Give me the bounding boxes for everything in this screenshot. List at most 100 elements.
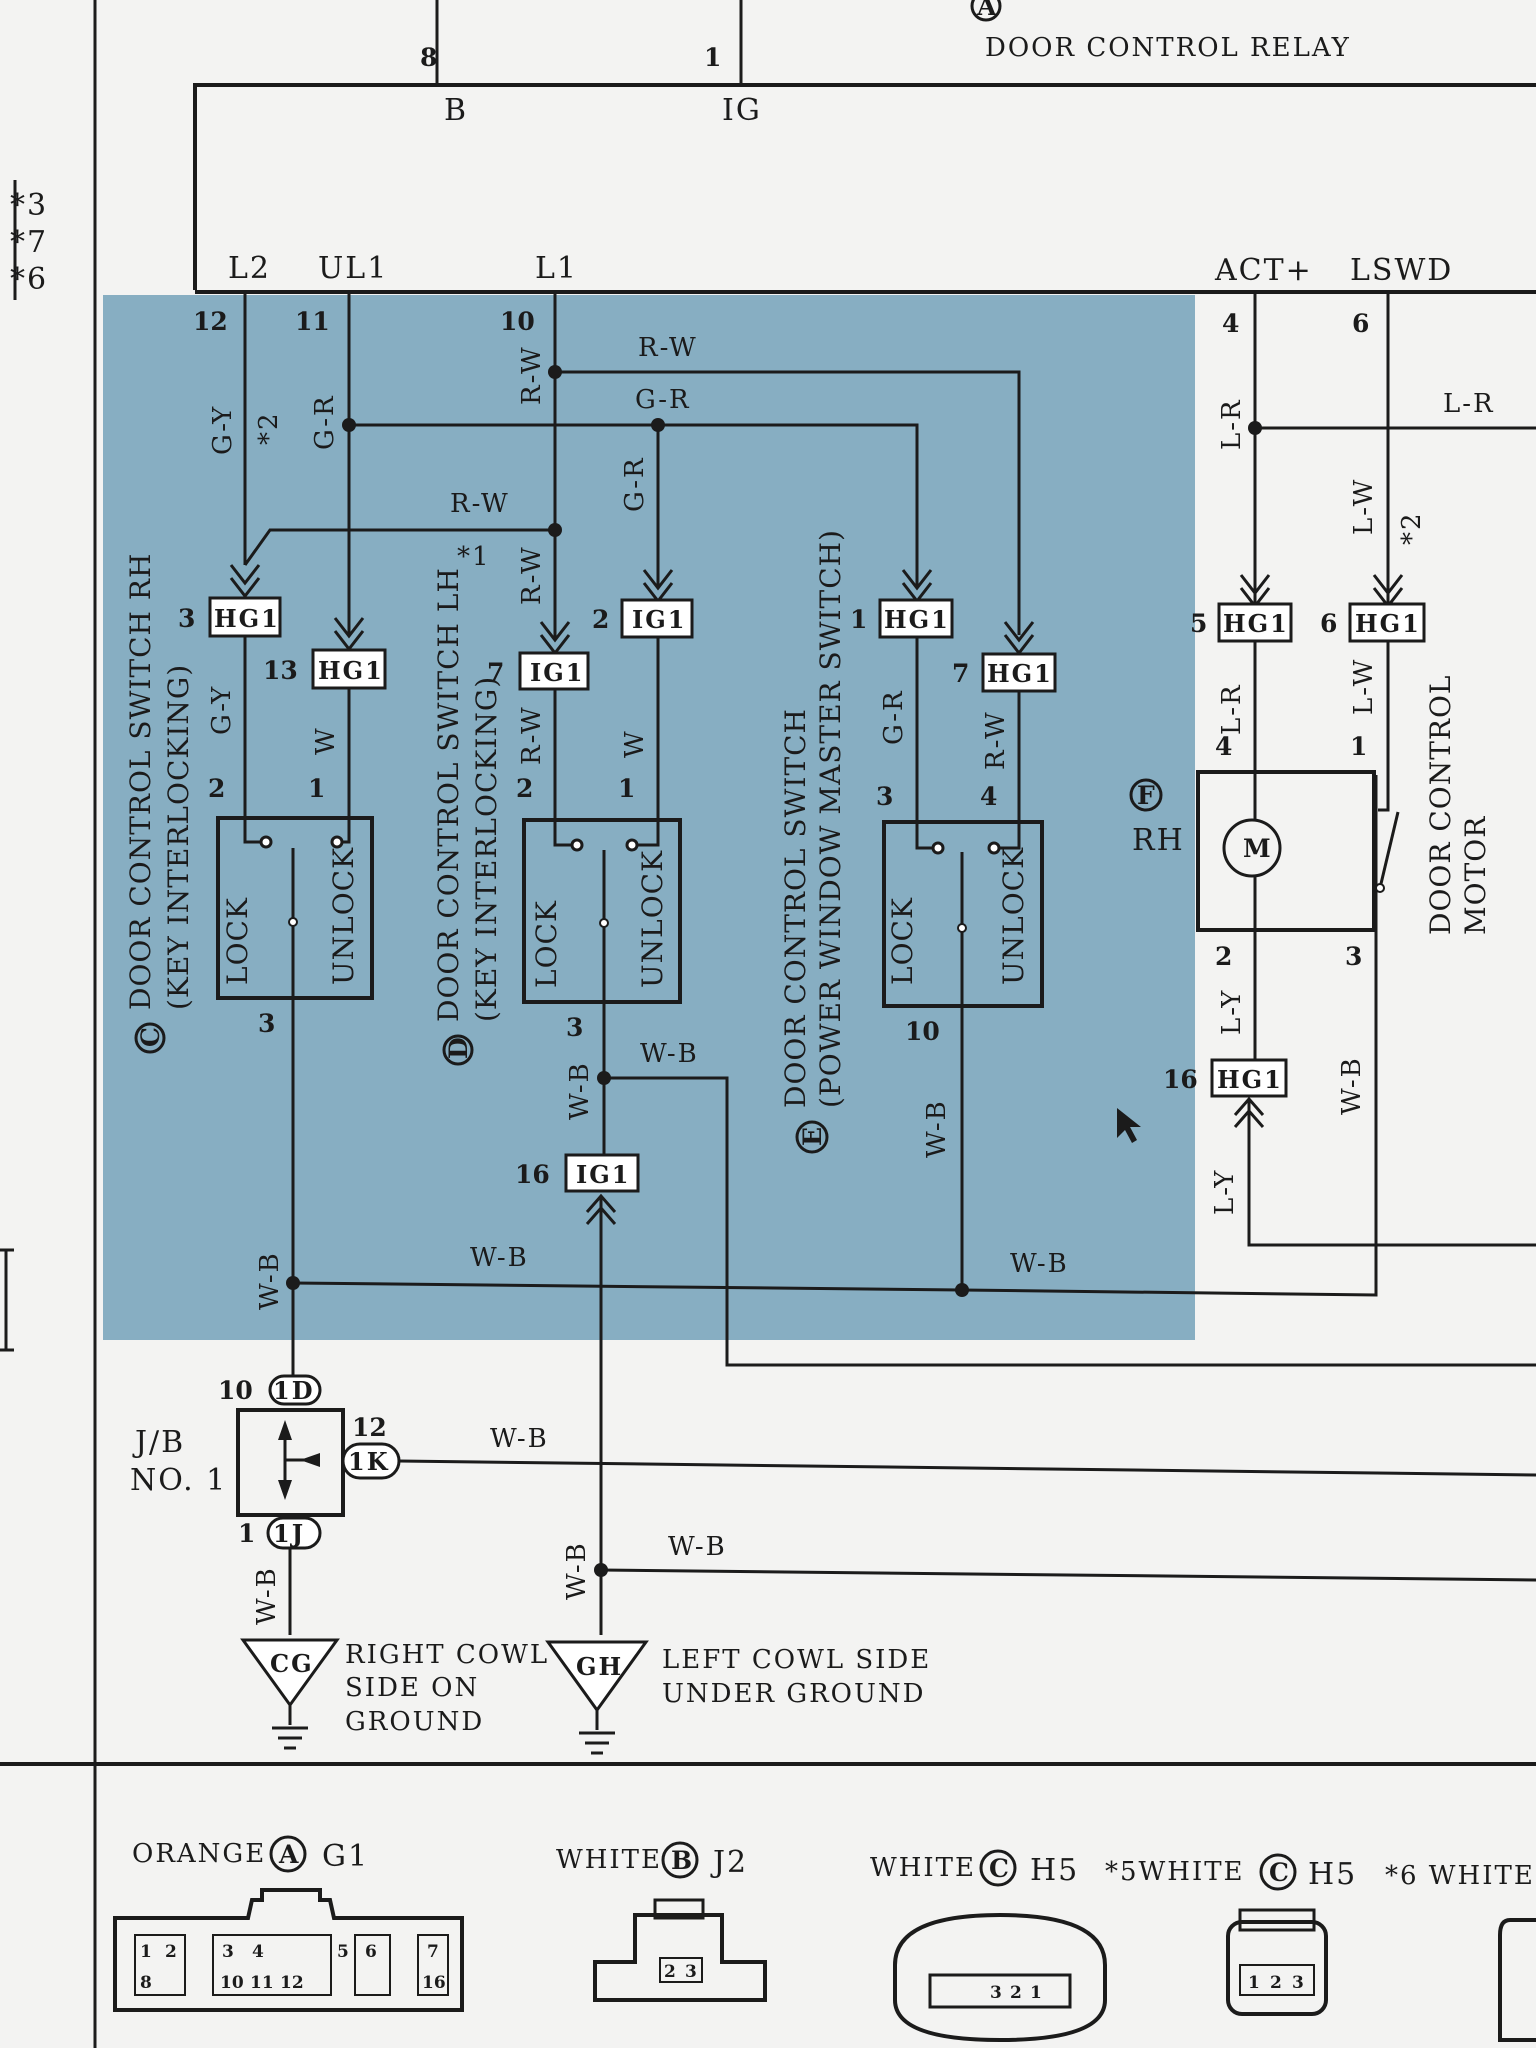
jb-1k-label: 1K — [348, 1447, 390, 1476]
legend-c-code: H5 — [1030, 1853, 1079, 1888]
label-lr-right: L-R — [1443, 389, 1495, 419]
motor-pin-3: 3 — [1345, 942, 1362, 971]
label-wb-c: W-B — [255, 1251, 285, 1310]
switch-d-name: DOOR CONTROL SWITCH LH — [432, 567, 465, 1022]
legend-a-pin-5: 5 — [337, 1942, 349, 1962]
junction-lr — [1248, 421, 1262, 435]
conn-f-hg1-5-label: HG1 — [1223, 609, 1289, 638]
pin-c-3: 3 — [258, 1009, 275, 1038]
pin-d-2-top: 2 — [592, 605, 609, 634]
switch-d-sub: (KEY INTERLOCKING) — [470, 676, 503, 1022]
legend-c-color: WHITE — [870, 1853, 976, 1883]
pin-e-10: 10 — [905, 1017, 940, 1046]
wire-gh-branch — [600, 1568, 1536, 1582]
label-wb-d-right: W-B — [640, 1039, 699, 1069]
motor-switch-blade — [1378, 811, 1400, 889]
legend-b-code: J2 — [710, 1845, 748, 1880]
legend-c-pin-3: 3 — [990, 1983, 1002, 2003]
legend-a-pin-8: 8 — [140, 1973, 152, 1993]
switch-c-letter-circle — [134, 1022, 166, 1054]
junction-rw — [548, 365, 562, 379]
switch-e-pivot — [957, 923, 967, 933]
legend-a-pin-11: 11 — [250, 1973, 274, 1993]
conn-ig1-16 — [564, 1153, 640, 1193]
label-wb-gh-branch: W-B — [668, 1532, 727, 1562]
jb-1d-label: 1D — [273, 1376, 315, 1405]
switch-e-letter-circle — [795, 1120, 829, 1154]
relay-letter: A — [976, 0, 997, 21]
relay-pin-b-number: 8 — [420, 43, 437, 72]
pin-ig1-16: 16 — [515, 1160, 550, 1189]
pin-f-5: 5 — [1190, 609, 1207, 638]
jb-pin-1: 1 — [238, 1519, 255, 1548]
legend-c-circle — [979, 1849, 1017, 1887]
legend-b-circle — [661, 1841, 699, 1879]
legend-b-color: WHITE — [556, 1845, 662, 1875]
label-wb-cg: W-B — [252, 1566, 282, 1625]
legend-b-letter: B — [671, 1846, 692, 1875]
ground-right-2: SIDE ON — [345, 1673, 479, 1703]
label-lr-motor: L-R — [1217, 683, 1247, 735]
label-wb-jb: W-B — [490, 1424, 549, 1454]
jb-pin-12: 12 — [352, 1413, 387, 1442]
pin-4-label: 4 — [1222, 309, 1239, 338]
wire-rw-cross — [243, 528, 555, 566]
relay-title: DOOR CONTROL RELAY — [985, 33, 1351, 63]
wire-gr-horizontal — [349, 423, 919, 588]
motor-symbol — [1222, 818, 1282, 878]
legend-a-circle — [269, 1835, 307, 1873]
relay-term-act: ACT+ — [1214, 253, 1313, 288]
legend-a-pin-16: 16 — [422, 1973, 446, 1993]
switch-d-box — [522, 818, 682, 1004]
conn-e-hg1-7 — [981, 652, 1057, 693]
pin-c-2: 2 — [208, 774, 225, 803]
motor-side: RH — [1132, 823, 1185, 858]
jb-label-2: NO. 1 — [130, 1463, 227, 1498]
switch-c-letter: C — [136, 1027, 165, 1047]
switch-d-lock-label: LOCK — [530, 900, 563, 988]
legend-c5-letter: C — [1269, 1858, 1289, 1887]
legend-c6-connector-partial — [1498, 1918, 1536, 2042]
label-gr-upper: G-R — [310, 394, 340, 450]
junction-gh — [594, 1563, 608, 1577]
legend-c6-prefix: *6 WHITE — [1385, 1861, 1535, 1891]
jb-arrows-icon — [278, 1420, 320, 1500]
legend-a-code: G1 — [322, 1839, 369, 1874]
junction-gr — [342, 418, 356, 432]
legend-a-pin-12: 12 — [280, 1973, 304, 1993]
note-star2-right: *2 — [1397, 511, 1427, 545]
label-rw-lower: R-W — [517, 545, 547, 605]
junction-d-wb — [597, 1071, 611, 1085]
conn-e-hg1-1 — [878, 598, 954, 639]
label-rw-d: R-W — [517, 705, 547, 765]
relay-term-b: B — [444, 93, 468, 128]
wire-ly-lower — [1247, 1099, 1536, 1247]
switch-d-unlock-label: UNLOCK — [636, 850, 669, 988]
pin-d-3: 3 — [566, 1013, 583, 1042]
wire-jb-1k — [398, 1459, 1536, 1477]
label-ly-motor: L-Y — [1217, 989, 1247, 1035]
switch-d-letter-circle — [442, 1034, 474, 1066]
switch-c-contact-unlock — [330, 835, 344, 849]
jb-1d-connector — [268, 1374, 322, 1406]
pin-10-label: 10 — [500, 307, 535, 336]
conn-d-ig1-2 — [620, 598, 694, 639]
switch-c-lock-label: LOCK — [221, 897, 254, 985]
pin-c-1: 1 — [308, 774, 325, 803]
relay-box-outline — [193, 83, 1536, 290]
conn-c-hg1-13-label: HG1 — [318, 656, 384, 685]
label-gr-e-lower: G-R — [879, 689, 909, 745]
pin-d-1: 1 — [618, 774, 635, 803]
motor-pin-1: 1 — [1350, 732, 1367, 761]
conn-c-hg1-3 — [208, 596, 282, 638]
note-star2-left: *2 — [254, 411, 284, 445]
label-rw-upper: R-W — [517, 345, 547, 405]
label-wb-gh: W-B — [562, 1541, 592, 1600]
label-rw-e: R-W — [981, 710, 1011, 770]
motor-switch-pivot — [1375, 883, 1385, 893]
motor-name-1: DOOR CONTROL — [1424, 674, 1457, 935]
pin-c-13: 13 — [263, 656, 298, 685]
switch-c-unlock-label: UNLOCK — [327, 847, 360, 985]
motor-box — [1196, 770, 1376, 932]
